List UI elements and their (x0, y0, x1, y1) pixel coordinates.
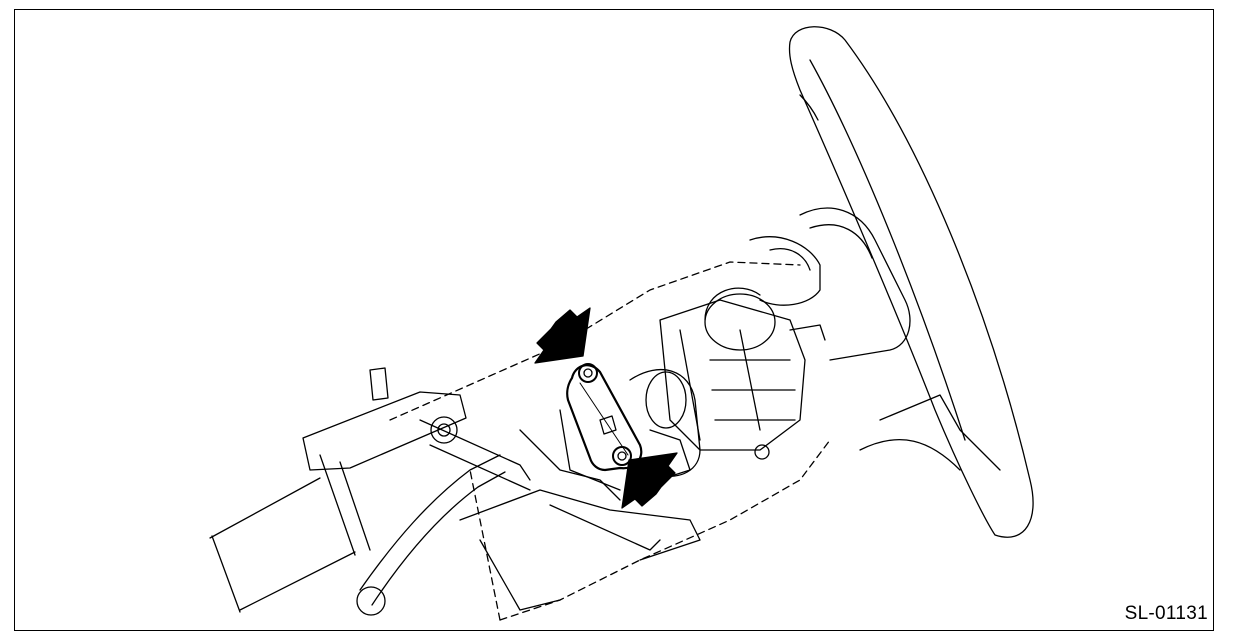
figure-frame (14, 9, 1214, 631)
tilt-lever (356, 454, 506, 616)
arrow-up-left-icon (621, 452, 678, 509)
lever-cap (704, 236, 826, 351)
column-bracket (302, 367, 531, 556)
lower-housing (459, 429, 701, 611)
column-cover-dashed (389, 261, 831, 621)
mounting-plate (566, 363, 643, 472)
arrow-down-right-icon (534, 307, 591, 364)
steering-wheel (788, 26, 1034, 538)
combination-switch (659, 299, 806, 460)
steering-wheel-hub (799, 207, 1001, 471)
upper-bolt (578, 363, 598, 383)
lower-bolt (612, 446, 632, 466)
callout-arrows (534, 307, 678, 509)
key-cylinder-housing (559, 369, 701, 491)
figure-code-label: SL-01131 (1124, 603, 1208, 624)
column-shaft (209, 477, 356, 613)
